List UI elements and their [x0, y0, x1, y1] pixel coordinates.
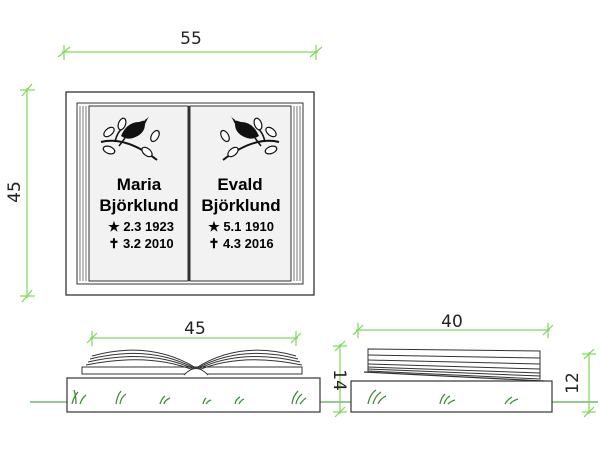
- dimension-label-55: 55: [180, 29, 202, 49]
- right-birth-date: ★ 5.1 1910: [208, 219, 274, 234]
- dimension-height-front: 14: [329, 340, 349, 418]
- front-view: 45 14: [66, 319, 349, 418]
- left-death-date: ✝ 3.2 2010: [108, 236, 173, 251]
- dimension-width-front: 45: [86, 319, 302, 346]
- side-view: 40 12: [350, 312, 596, 418]
- right-death-date: ✝ 4.3 2016: [208, 236, 273, 251]
- dimension-width-top: 55: [57, 29, 323, 60]
- left-name-last: Björklund: [99, 196, 178, 215]
- open-book-profile: [81, 349, 303, 376]
- front-base: [66, 377, 321, 413]
- dimension-height-left: 45: [5, 83, 35, 303]
- dimension-label-14: 14: [329, 369, 349, 391]
- side-base: [350, 380, 553, 413]
- dimension-label-40: 40: [441, 312, 463, 332]
- right-name-last: Björklund: [201, 196, 280, 215]
- bird-on-branch-icon: [220, 116, 280, 161]
- dimension-height-side: 12: [563, 348, 596, 418]
- right-name-first: Evald: [217, 175, 262, 194]
- top-view: 55 45: [5, 29, 323, 303]
- grass-tufts: [367, 389, 519, 405]
- page-edges: [79, 106, 301, 281]
- dimension-label-12: 12: [563, 372, 583, 394]
- dimension-width-side: 40: [352, 312, 554, 338]
- left-name-first: Maria: [117, 175, 162, 194]
- bird-on-branch-icon: [100, 116, 160, 161]
- grass-tufts: [71, 389, 307, 405]
- left-birth-date: ★ 2.3 1923: [108, 219, 174, 234]
- dimension-label-45-vertical: 45: [5, 181, 25, 203]
- side-book-stack: [363, 348, 545, 382]
- dimension-label-45-front: 45: [184, 319, 206, 339]
